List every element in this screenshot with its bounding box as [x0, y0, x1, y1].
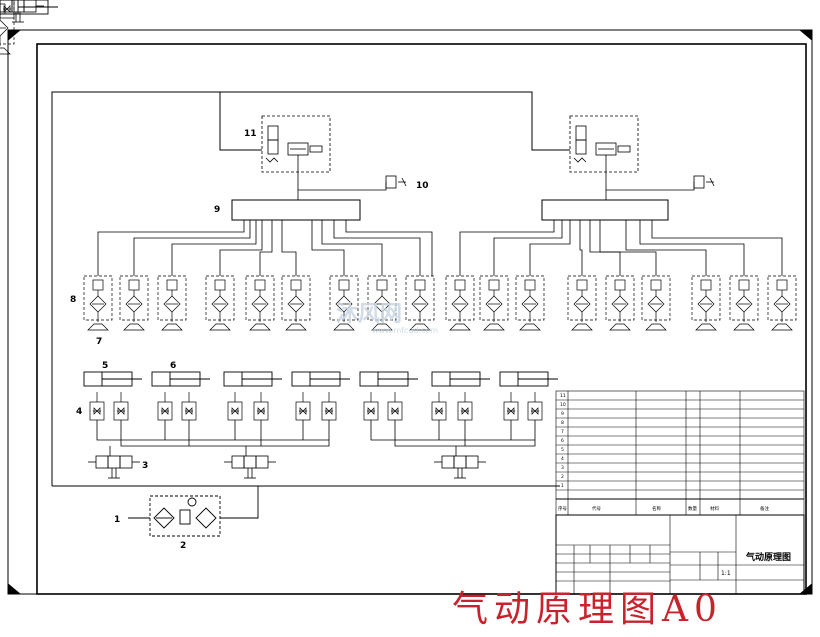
svg-text:4: 4: [561, 456, 564, 462]
bom-header-name: 名称: [652, 505, 661, 512]
label-11: 11: [244, 129, 257, 139]
frl-unit-2: [128, 486, 259, 537]
label-2: 2: [180, 541, 186, 551]
watermark-url: www.mfcad.com: [372, 326, 439, 335]
label-5: 5: [102, 361, 108, 371]
bom-header-material: 材料: [710, 505, 719, 512]
drawing-scale: 1:1: [721, 570, 731, 577]
svg-text:6: 6: [561, 438, 564, 444]
valve-group-11-left: [261, 115, 331, 200]
flow-valve: [0, 0, 15, 19]
svg-text:1: 1: [561, 483, 564, 489]
svg-text:7: 7: [561, 429, 564, 435]
bill-of-materials: [555, 390, 805, 516]
label-1: 1: [114, 515, 120, 525]
svg-text:8: 8: [561, 420, 564, 426]
svg-text:11: 11: [560, 393, 566, 399]
watermark-logo: 沐风网 www.mfcad.com: [336, 296, 496, 336]
solenoid-valves-3: [0, 0, 487, 479]
gauge-10-right: [606, 175, 715, 191]
label-4: 4: [76, 407, 82, 417]
vacuum-units-8: [0, 0, 797, 331]
svg-text:10: 10: [560, 402, 566, 408]
bom-index-column: 11 10 9 8 7 6 5 4 3 2 1: [560, 393, 566, 489]
supply-lines: [51, 91, 570, 487]
sheet-border: [7, 29, 813, 595]
solenoid-valve: [0, 0, 44, 23]
bom-header-index: 序号: [558, 505, 567, 512]
svg-text:2: 2: [561, 474, 564, 480]
svg-text:3: 3: [561, 465, 564, 471]
label-7: 7: [96, 337, 102, 347]
drawing-title: 气动原理图: [745, 551, 791, 563]
bom-header-qty: 数量: [688, 505, 697, 512]
gauge-10-left: [298, 175, 407, 191]
bom-header-remark: 备注: [760, 505, 769, 512]
collector-lines: [96, 420, 536, 456]
label-10: 10: [416, 181, 429, 191]
label-6: 6: [170, 361, 176, 371]
bom-header: 序号 代号 名称 数量 材料 备注: [558, 505, 769, 512]
bom-header-code: 代号: [592, 505, 601, 512]
flow-valves-4: [0, 0, 543, 421]
label-8: 8: [70, 295, 76, 305]
svg-text:5: 5: [561, 447, 564, 453]
label-3: 3: [142, 461, 148, 471]
drawing-caption: 气动原理图A0: [452, 589, 723, 630]
valve-group-11-right: [569, 115, 639, 200]
manifold-9: [231, 199, 669, 221]
svg-text:9: 9: [561, 411, 564, 417]
manifold-branches: [97, 220, 783, 276]
watermark-text: 沐风网: [336, 302, 403, 327]
title-block: [555, 514, 805, 595]
label-9: 9: [214, 205, 220, 215]
